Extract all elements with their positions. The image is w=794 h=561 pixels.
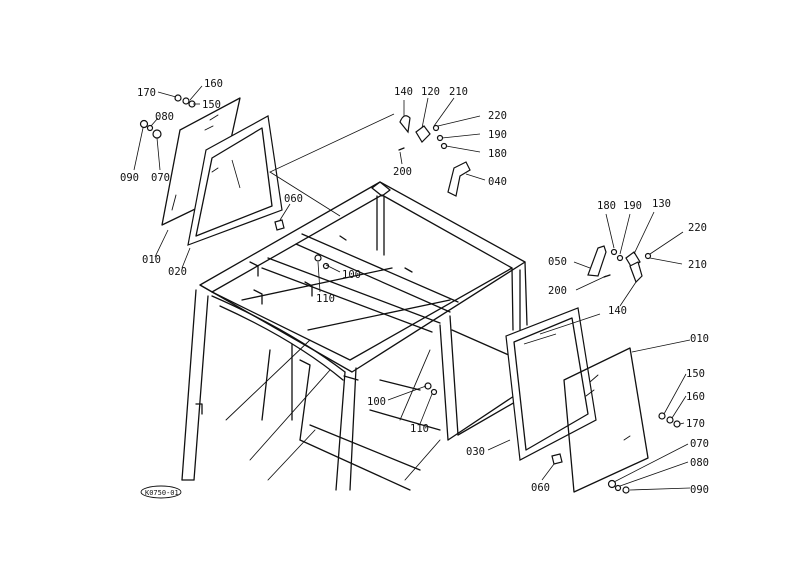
label-160: 160	[204, 78, 223, 90]
label-080: 080	[155, 111, 174, 123]
right-glass-010	[563, 347, 649, 493]
drawing-code: K0750-01	[145, 489, 179, 497]
label-020: 020	[168, 266, 187, 278]
label-050: 050	[548, 256, 567, 268]
label-220-right: 220	[688, 222, 707, 234]
leader-lines	[133, 85, 691, 491]
cab-frame	[181, 181, 528, 491]
stay-040	[447, 161, 471, 197]
hinge-plate-140b	[629, 261, 643, 284]
washer-080	[146, 124, 154, 132]
label-160-right: 160	[686, 391, 705, 403]
label-100-lower: 100	[367, 396, 386, 408]
label-140-right: 140	[608, 305, 627, 317]
label-200-right: 200	[548, 285, 567, 297]
label-170-right: 170	[686, 418, 705, 430]
label-110: 110	[316, 293, 335, 305]
bolt-090	[139, 119, 149, 129]
label-100: 100	[342, 269, 361, 281]
drawing-code-badge: K0750-01	[140, 485, 182, 499]
hinge-120	[415, 125, 431, 143]
label-060-right: 060	[531, 482, 550, 494]
latch-060	[274, 219, 285, 231]
label-120: 120	[421, 86, 440, 98]
label-060: 060	[284, 193, 303, 205]
label-210-right: 210	[688, 259, 707, 271]
label-010-right: 010	[690, 333, 709, 345]
label-220: 220	[488, 110, 507, 122]
label-040: 040	[488, 176, 507, 188]
left-window-assembly	[139, 94, 285, 246]
label-200: 200	[393, 166, 412, 178]
right-window-assembly	[505, 307, 681, 494]
stay-050	[587, 245, 607, 277]
washer-160	[182, 97, 190, 105]
label-190: 190	[488, 129, 507, 141]
label-010: 010	[142, 254, 161, 266]
label-150: 150	[202, 99, 221, 111]
fasteners	[314, 254, 438, 396]
label-170: 170	[137, 87, 156, 99]
latch-060b	[551, 453, 563, 465]
label-190-right: 190	[623, 200, 642, 212]
label-090: 090	[120, 172, 139, 184]
label-080-right: 080	[690, 457, 709, 469]
top-hinge-assembly	[398, 115, 471, 197]
grommet-070	[152, 129, 162, 139]
label-030: 030	[466, 446, 485, 458]
part-labels: 170 160 150 080 090 070 010 020 060 140 …	[120, 78, 709, 496]
label-130: 130	[652, 198, 671, 210]
label-150-right: 150	[686, 368, 705, 380]
nut-170	[174, 94, 182, 102]
label-090-right: 090	[690, 484, 709, 496]
label-210: 210	[449, 86, 468, 98]
label-180-right: 180	[597, 200, 616, 212]
label-070: 070	[151, 172, 170, 184]
right-hinge-assembly	[587, 245, 652, 284]
label-070-right: 070	[690, 438, 709, 450]
hinge-plate-140	[399, 115, 411, 134]
label-140: 140	[394, 86, 413, 98]
left-window-frame-020	[187, 115, 283, 246]
label-180: 180	[488, 148, 507, 160]
label-110-lower: 110	[410, 423, 429, 435]
